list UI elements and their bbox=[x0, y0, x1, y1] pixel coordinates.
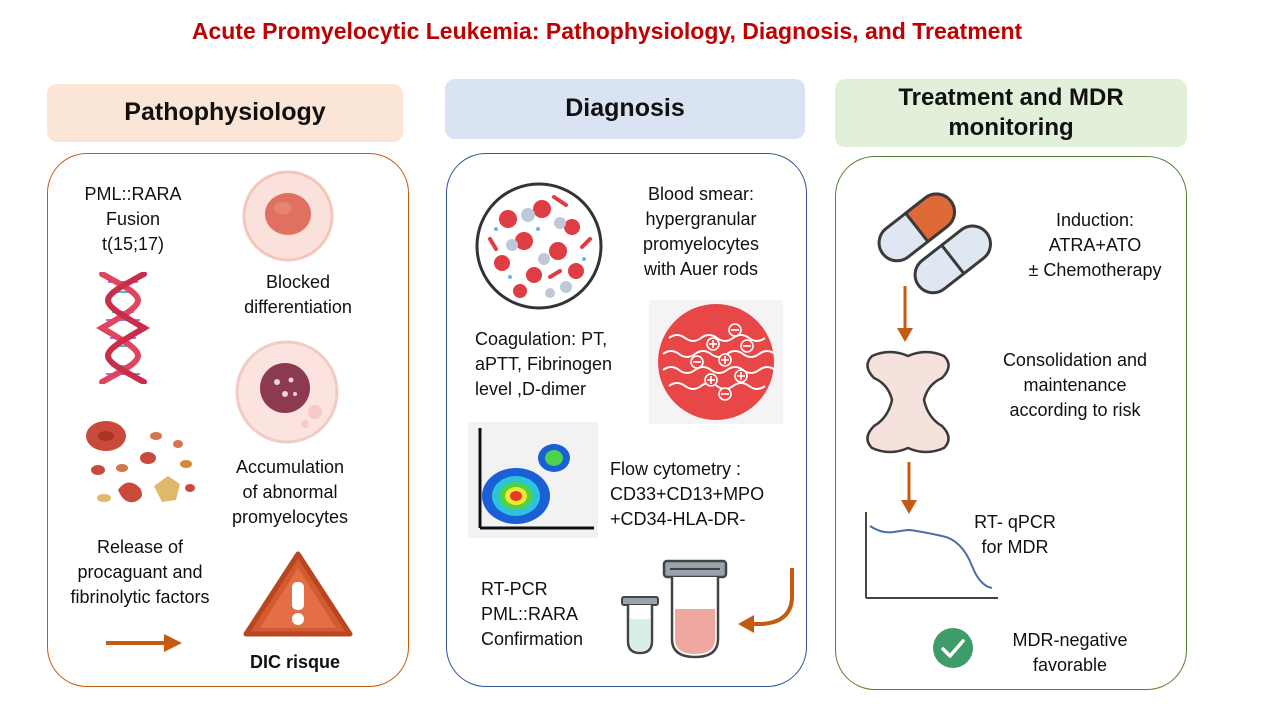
check-circle-icon bbox=[932, 627, 974, 669]
induction-line: ± Chemotherapy bbox=[1028, 260, 1162, 280]
mdr-negative-line: favorable bbox=[1032, 655, 1108, 675]
pathophysiology-panel bbox=[47, 153, 409, 687]
bone-icon bbox=[862, 350, 954, 454]
treatment-header: Treatment and MDR monitoring bbox=[835, 79, 1187, 147]
coagulation-line: Coagulation: PT, bbox=[475, 329, 608, 349]
blood-smear-line: Blood smear: bbox=[647, 184, 755, 204]
qpcr-text: RT- qPCR for MDR bbox=[960, 510, 1070, 560]
arrow-down-icon bbox=[897, 286, 913, 342]
induction-line: Induction: bbox=[1055, 210, 1135, 230]
test-tubes-icon bbox=[618, 557, 730, 661]
accumulation-line: Accumulation bbox=[235, 457, 345, 477]
treatment-header-line: Treatment and MDR bbox=[898, 84, 1124, 111]
release-line: Release of bbox=[96, 537, 184, 557]
dna-helix-icon bbox=[92, 272, 154, 384]
diagnosis-header: Diagnosis bbox=[445, 79, 805, 139]
fusion-line: PML::RARA bbox=[84, 184, 182, 204]
diagnosis-header-label: Diagnosis bbox=[565, 94, 685, 123]
blood-cells-icon bbox=[82, 418, 206, 510]
accumulation-line: promyelocytes bbox=[231, 507, 349, 527]
coagulation-text: Coagulation: PT, aPTT, Fibrinogen level … bbox=[475, 327, 645, 402]
accumulation-text: Accumulation of abnormal promyelocytes bbox=[210, 455, 370, 530]
flow-cytometry-text: Flow cytometry : CD33+CD13+MPO +CD34-HLA… bbox=[610, 457, 800, 532]
pills-icon bbox=[866, 186, 996, 296]
flow-cytometry-icon bbox=[468, 422, 598, 538]
release-line: fibrinolytic factors bbox=[70, 587, 210, 607]
blood-smear-line: with Auer rods bbox=[643, 259, 759, 279]
pathophysiology-header: Pathophysiology bbox=[47, 84, 403, 142]
normal-cell-icon bbox=[240, 168, 336, 264]
arrow-right-icon bbox=[106, 633, 182, 653]
coagulation-line: level ,D-dimer bbox=[475, 379, 587, 399]
induction-line: ATRA+ATO bbox=[1048, 235, 1142, 255]
flow-cytometry-line: Flow cytometry : bbox=[610, 459, 742, 479]
rt-pcr-text: RT-PCR PML::RARA Confirmation bbox=[481, 577, 611, 652]
blocked-line: Blocked bbox=[265, 272, 331, 292]
mdr-negative-line: MDR-negative bbox=[1012, 630, 1128, 650]
treatment-header-line: monitoring bbox=[948, 114, 1074, 141]
qpcr-curve-icon bbox=[862, 510, 1002, 602]
release-text: Release of procaguant and fibrinolytic f… bbox=[55, 535, 225, 610]
rt-pcr-line: PML::RARA bbox=[481, 604, 579, 624]
dic-label: DIC risque bbox=[249, 652, 341, 672]
blocked-line: differentiation bbox=[244, 297, 352, 317]
blood-smear-text: Blood smear: hypergranular promyelocytes… bbox=[616, 182, 786, 282]
blood-smear-icon bbox=[472, 179, 606, 313]
curved-arrow-icon bbox=[736, 566, 798, 636]
consolidation-line: maintenance bbox=[1023, 375, 1127, 395]
rt-pcr-line: RT-PCR bbox=[481, 579, 548, 599]
warning-icon bbox=[240, 548, 356, 640]
blood-smear-line: hypergranular bbox=[645, 209, 757, 229]
flow-cytometry-line: CD33+CD13+MPO bbox=[610, 484, 765, 504]
flow-cytometry-line: +CD34-HLA-DR- bbox=[610, 509, 746, 529]
coagulation-icon bbox=[649, 300, 783, 424]
consolidation-text: Consolidation and maintenance according … bbox=[980, 348, 1170, 423]
rt-pcr-line: Confirmation bbox=[481, 629, 584, 649]
consolidation-line: according to risk bbox=[1009, 400, 1141, 420]
mdr-negative-text: MDR-negative favorable bbox=[985, 628, 1155, 678]
fusion-line: t(15;17) bbox=[101, 234, 165, 254]
coagulation-line: aPTT, Fibrinogen bbox=[475, 354, 613, 374]
arrow-down-icon bbox=[901, 462, 917, 514]
release-line: procaguant and bbox=[77, 562, 203, 582]
qpcr-line: for MDR bbox=[981, 537, 1049, 557]
fusion-text: PML::RARA Fusion t(15;17) bbox=[58, 182, 208, 257]
page-title: Acute Promyelocytic Leukemia: Pathophysi… bbox=[191, 18, 1023, 44]
accumulation-line: of abnormal bbox=[242, 482, 338, 502]
induction-text: Induction: ATRA+ATO ± Chemotherapy bbox=[1010, 208, 1180, 283]
qpcr-line: RT- qPCR bbox=[974, 512, 1056, 532]
fusion-line: Fusion bbox=[105, 209, 161, 229]
abnormal-cell-icon bbox=[233, 338, 343, 448]
blood-smear-line: promyelocytes bbox=[642, 234, 760, 254]
consolidation-line: Consolidation and bbox=[1002, 350, 1148, 370]
pathophysiology-header-label: Pathophysiology bbox=[124, 98, 326, 127]
blocked-text: Blocked differentiation bbox=[218, 270, 378, 320]
